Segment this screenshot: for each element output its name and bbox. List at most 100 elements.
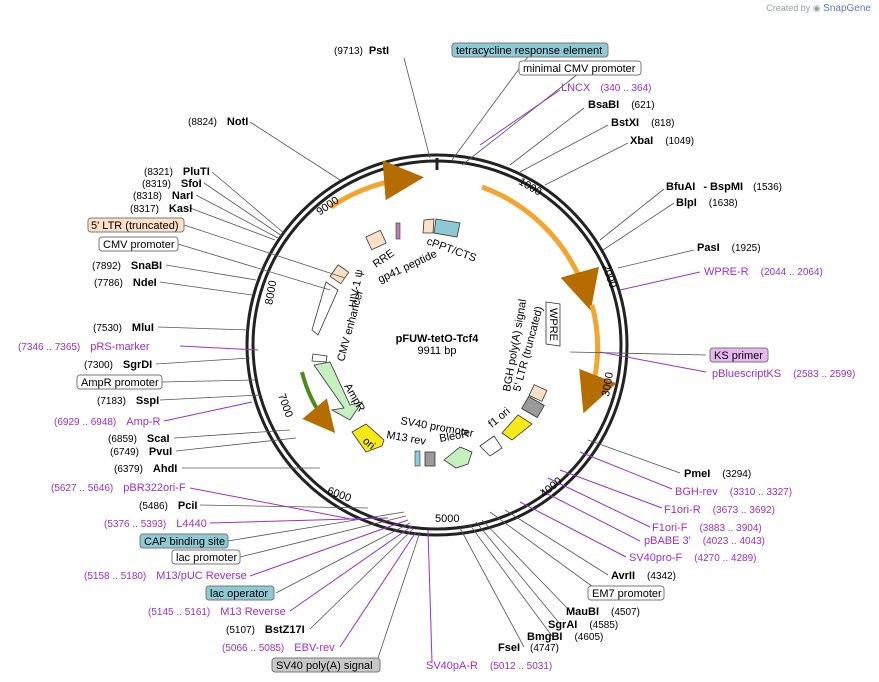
orf-arc-upper-left: [329, 160, 424, 210]
orf-arcs: [300, 160, 617, 434]
boxed-label-text: lac promoter: [176, 552, 237, 564]
enzyme-label: (7786)NdeI: [94, 277, 157, 289]
enzyme-label: (8824)NotI: [188, 116, 248, 128]
primer-labels: LNCX(340 .. 364) WPRE-R(2044 .. 2064) pB…: [18, 82, 855, 672]
enzyme-label: (5107)BstZ17I: [226, 624, 305, 636]
orf-arc-right: [481, 184, 600, 311]
label-box: [139, 533, 229, 549]
enzyme-label: (6379)AhdI: [114, 463, 177, 475]
enzyme-label: XbaI(1049): [630, 135, 694, 147]
primer-label: BGH-rev(3310 .. 3327): [675, 486, 792, 498]
enzyme-label: BstXI(818): [611, 117, 674, 129]
feature-em7: [479, 435, 503, 457]
enzyme-label: (7892)SnaBI: [92, 260, 162, 272]
boxed-label-text: minimal CMV promoter: [523, 63, 636, 75]
primer-label: (5066 .. 5085)EBV-rev: [222, 642, 335, 654]
ruler-label: 7000: [275, 392, 295, 419]
label-box: [451, 42, 609, 58]
enzyme-label: BfuAI- BspMI(1536): [666, 181, 782, 193]
feature-cppt: [433, 218, 461, 238]
feature-5ltr-top: [422, 218, 435, 234]
enzyme-label: BsaBI(621): [588, 99, 655, 111]
primer-label: (5627 .. 5646)pBR322ori-F: [51, 482, 186, 494]
feature-sv40pa: [521, 395, 545, 419]
feature-wpre: [545, 301, 561, 347]
ruler-label: 3000: [600, 371, 616, 397]
feature-f1ori: [501, 414, 533, 441]
primer-label: SV40pA-R(5012 .. 5031): [426, 660, 552, 672]
plasmid-size: 9911 bp: [418, 345, 457, 357]
enzyme-label: (8321)PluTI: [144, 166, 210, 178]
feature-ori: [351, 423, 385, 453]
enzyme-label: BlpI(1638): [676, 197, 738, 209]
primer-label: (5158 .. 5180)M13/pUC Reverse: [84, 570, 247, 582]
ruler-label: 8000: [263, 280, 279, 306]
snapgene-logo-icon: ◉: [812, 3, 821, 13]
boxed-label-text: CAP binding site: [144, 536, 225, 548]
enzyme-label: (8317)KasI: [130, 203, 192, 215]
feature-5ltr-right: [528, 384, 548, 402]
feature-sv40-promoter: [424, 451, 436, 467]
boxed-label-text: SV40 poly(A) signal: [276, 660, 373, 672]
boxed-label-text: tetracycline response element: [456, 45, 602, 57]
feature-cmv-enhancer: [311, 281, 339, 336]
feature-rre: [365, 229, 387, 251]
primer-label: LNCX(340 .. 364): [561, 82, 652, 94]
label-box: [709, 347, 769, 363]
ruler-label: 2000: [599, 263, 619, 290]
enzyme-labels: (9713)PstI BsaBI(621) BstXI(818) XbaI(10…: [84, 45, 782, 654]
enzyme-label: PasI(1925): [697, 242, 761, 254]
feature-label: CMV enhancer: [335, 288, 366, 362]
label-box: [271, 657, 381, 673]
feature-label: WPRE: [547, 308, 559, 341]
enzyme-label: (7183)SspI: [97, 395, 159, 407]
orf-arc-right-lower: [579, 304, 617, 414]
label-box: [98, 236, 179, 252]
primer-label: (5145 .. 5161)M13 Reverse: [148, 606, 286, 618]
primer-label: (5376 .. 5393)L4440: [104, 518, 207, 530]
enzyme-label: (7300)SgrDI: [84, 359, 152, 371]
orf-arc-left: [300, 371, 336, 434]
enzyme-label: SgrAI(4585): [548, 619, 618, 631]
feature-label: M13 rev: [385, 429, 427, 448]
label-box: [205, 585, 275, 601]
primer-label: SV40pro-F(4270 .. 4289): [629, 552, 756, 564]
feature-cmv-promoter: [311, 353, 328, 363]
boxed-label-text: EM7 promoter: [592, 588, 662, 600]
feature-label: BleoR: [438, 428, 470, 445]
enzyme-label: (6859)ScaI: [108, 433, 170, 445]
snapgene-credit: Created by ◉ SnapGene: [766, 3, 871, 14]
primer-label: F1ori-R(3673 .. 3692): [664, 504, 775, 516]
label-box: [87, 217, 185, 233]
enzyme-label: (8319)SfoI: [142, 178, 202, 190]
boxed-label-text: CMV promoter: [103, 239, 175, 251]
label-box: [171, 549, 241, 565]
boxed-label-text: 5' LTR (truncated): [91, 220, 178, 232]
enzyme-label: BmgBI(4605): [527, 631, 603, 643]
plasmid-name: pFUW-tetO-Tcf4: [396, 333, 480, 345]
backbone-outer: [245, 153, 629, 537]
primer-label: pBluescriptKS(2583 .. 2599): [712, 368, 855, 380]
label-box: [587, 585, 665, 601]
enzyme-label: (6749)PvuI: [110, 446, 172, 458]
enzyme-label: (7530)MluI: [93, 322, 154, 334]
feature-ampr: [313, 361, 363, 421]
enzyme-label: (9713)PstI: [334, 45, 389, 57]
enzyme-label: (8318)NarI: [133, 190, 193, 202]
enzyme-label: PmeI(3294): [684, 468, 751, 480]
enzyme-label: AvrII(4342): [611, 570, 676, 582]
boxed-labels: tetracycline response element minimal CM…: [76, 42, 769, 673]
inner-features: [311, 218, 561, 469]
boxed-label-text: lac operator: [210, 588, 268, 600]
feature-bleor: [443, 446, 473, 469]
label-box: [518, 60, 642, 76]
enzyme-label: (5486)PciI: [139, 500, 197, 512]
ruler-label: 5000: [435, 513, 459, 525]
primer-label: (7346 .. 7365)pRS-marker: [18, 341, 150, 353]
boxed-label-text: AmpR promoter: [81, 377, 159, 389]
enzyme-label: FseI(4747): [498, 642, 559, 654]
leader-lines: [155, 53, 707, 665]
primer-label: WPRE-R(2044 .. 2064): [704, 266, 823, 278]
primer-label: pBABE 3'(4023 .. 4043): [644, 535, 765, 547]
